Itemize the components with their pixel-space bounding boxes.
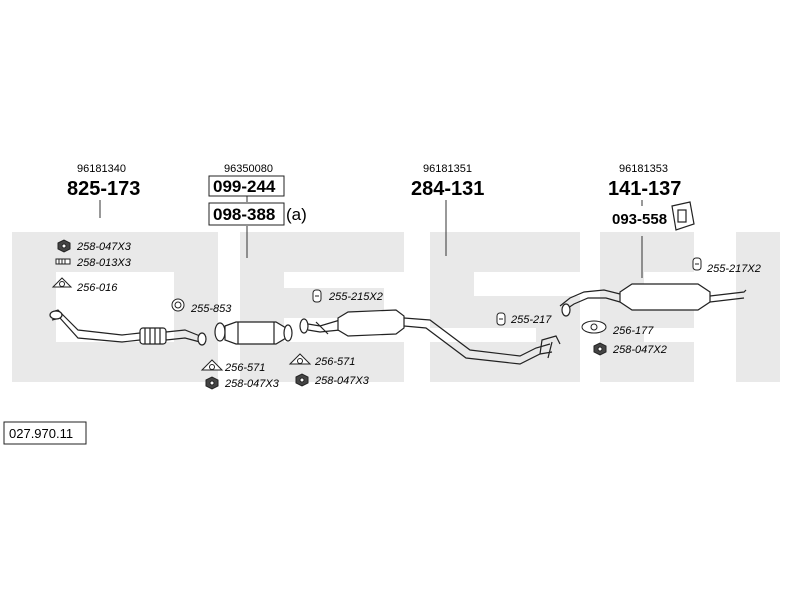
reference-number: 027.970.11 xyxy=(9,426,73,441)
part-label-255-217: 255-217 xyxy=(510,314,552,326)
part-number-284-131: 284-131 xyxy=(411,178,484,200)
part-label-258-047x3: 258-047X3 xyxy=(76,241,132,253)
oem-number-2: 96350080 xyxy=(224,163,273,175)
nut-icon xyxy=(295,373,309,387)
part-label-255-853: 255-853 xyxy=(190,303,232,315)
front-pipe xyxy=(49,309,207,346)
leader-lines xyxy=(99,194,643,278)
part-label-256-571: 256-571 xyxy=(224,362,265,374)
nut-icon xyxy=(57,239,71,253)
part-label-256-016: 256-016 xyxy=(76,282,118,294)
part-number-099-244: 099-244 xyxy=(213,177,276,196)
part-number-098-388: 098-388 xyxy=(213,205,275,224)
part-label-255-217x2: 255-217X2 xyxy=(706,263,761,275)
part-number-825-173: 825-173 xyxy=(67,178,140,200)
center-silencer-pipe xyxy=(299,309,561,365)
gasket-icon xyxy=(51,277,73,288)
part-label-258-047x3-c: 258-047X3 xyxy=(314,375,370,387)
hanger-icon xyxy=(692,257,702,271)
nut-icon xyxy=(205,376,219,390)
oem-number-4: 96181353 xyxy=(619,163,668,175)
part-number-093-558: 093-558 xyxy=(612,211,667,228)
bracket-093-558 xyxy=(671,201,695,231)
clamp-icon xyxy=(171,298,185,312)
oem-number-3: 96181351 xyxy=(423,163,472,175)
gasket-icon xyxy=(288,353,312,365)
part-label-258-013x3: 258-013X3 xyxy=(76,257,132,269)
reference-box xyxy=(3,421,87,445)
part-box-099-244 xyxy=(208,175,285,197)
hanger-icon xyxy=(496,312,506,326)
part-number-141-137: 141-137 xyxy=(608,178,681,200)
part-label-258-047x2: 258-047X2 xyxy=(612,344,667,356)
rear-silencer xyxy=(559,283,747,317)
gasket-icon xyxy=(200,359,224,371)
watermark-background xyxy=(12,232,780,382)
hanger-icon xyxy=(312,289,322,303)
stud-icon xyxy=(55,258,71,265)
nut-icon xyxy=(593,342,607,356)
part-label-258-047x3-b: 258-047X3 xyxy=(224,378,280,390)
gasket-icon xyxy=(581,320,607,334)
part-box-098-388 xyxy=(208,202,285,226)
catalytic-converter xyxy=(214,321,293,345)
part-suffix-a: (a) xyxy=(286,205,307,224)
fittings xyxy=(51,239,702,390)
oem-number-1: 96181340 xyxy=(77,163,126,175)
part-label-256-571-b: 256-571 xyxy=(314,356,355,368)
part-label-256-177: 256-177 xyxy=(612,325,654,337)
part-label-255-215x2: 255-215X2 xyxy=(328,291,383,303)
